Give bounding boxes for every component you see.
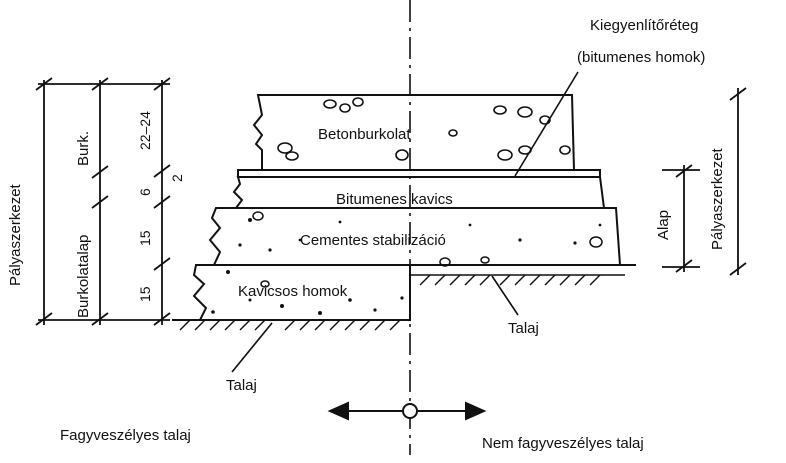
- bitumen-gravel-layer: [232, 176, 606, 209]
- frost-left-label: Fagyveszélyes talaj: [60, 427, 191, 444]
- concrete-aggregate: [277, 97, 571, 161]
- ground-hatching: [179, 274, 601, 331]
- leveling-subtitle: (bitumenes homok): [577, 49, 705, 66]
- frost-right-label: Nem fagyveszélyes talaj: [482, 435, 644, 452]
- leveling-title: Kiegyenlítőréteg: [590, 17, 698, 34]
- dim-15-b: 15: [137, 286, 153, 302]
- soil-right-label: Talaj: [508, 320, 539, 337]
- layer-particles: [211, 218, 602, 315]
- concrete-layer: [252, 94, 576, 171]
- soil-right-leader: [491, 275, 519, 316]
- left-base-course-label: Burkolatalap: [75, 235, 92, 318]
- concrete-label: Betonburkolat: [318, 126, 411, 143]
- axis-marker-circle: [402, 403, 418, 419]
- frost-boundary-arrow: [327, 401, 487, 421]
- dim-6: 6: [137, 188, 153, 196]
- bitumen-gravel-label: Bitumenes kavics: [336, 191, 453, 208]
- left-dimension-lines: [35, 77, 171, 326]
- left-pavement-label: Burk.: [75, 131, 92, 166]
- dim-15-a: 15: [137, 230, 153, 246]
- soil-left-label: Talaj: [226, 377, 257, 394]
- soil-left-leader: [231, 322, 273, 373]
- sand-gravel-layer: [192, 264, 411, 321]
- right-dimension-lines: [662, 87, 747, 276]
- cement-layer: [208, 207, 622, 266]
- dim-22-24: 22–24: [137, 111, 153, 150]
- right-base-label: Alap: [655, 210, 672, 240]
- cement-label: Cementes stabilizáció: [300, 232, 446, 249]
- dim-2: 2: [169, 174, 185, 182]
- right-structure-label: Pályaszerkezet: [709, 147, 726, 250]
- sand-gravel-label: Kavicsos homok: [238, 283, 348, 300]
- leveling-layer: [237, 169, 601, 178]
- left-structure-label: Pályaszerkezet: [7, 183, 24, 286]
